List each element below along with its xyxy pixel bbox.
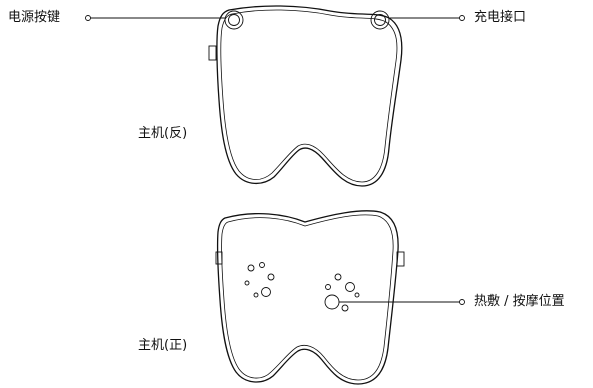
- vent-hole: [325, 284, 331, 290]
- vent-hole: [345, 282, 355, 292]
- unit-back-view: [208, 5, 403, 187]
- vent-hole: [244, 280, 250, 286]
- heat-massage-zone-icon: [324, 294, 340, 310]
- unit-back-label: 主机(反): [138, 126, 188, 141]
- vent-hole: [247, 264, 255, 272]
- side-tab: [396, 251, 405, 267]
- power-button-icon: [224, 10, 244, 30]
- power-button-inner-ring: [228, 14, 240, 26]
- unit-front-inner-edge: [221, 214, 394, 381]
- heat-massage-label: 热敷 / 按摩位置: [474, 294, 565, 309]
- vent-hole: [334, 273, 342, 281]
- vent-hole: [261, 287, 271, 297]
- vent-hole: [267, 273, 275, 281]
- unit-front-outline: [216, 210, 399, 385]
- unit-back-inner-edge: [220, 9, 398, 183]
- charging-port-label: 充电接口: [474, 10, 527, 25]
- side-tab: [208, 45, 217, 61]
- power-button-label: 电源按键: [8, 10, 61, 25]
- vent-hole: [341, 304, 349, 312]
- unit-back-outline: [216, 5, 403, 187]
- leader-heat-massage: [339, 299, 465, 305]
- unit-front-view: [215, 210, 405, 385]
- leader-dot: [85, 15, 91, 21]
- vent-hole: [354, 292, 360, 298]
- unit-front-label: 主机(正): [138, 338, 188, 353]
- leader-power-button: [85, 15, 225, 21]
- charging-port-inner-ring: [374, 14, 386, 26]
- leader-dot: [459, 15, 465, 21]
- charging-port-icon: [370, 10, 390, 30]
- leader-dot: [459, 299, 465, 305]
- side-tab: [215, 251, 223, 265]
- leader-charging-port: [389, 15, 465, 21]
- vent-hole: [259, 262, 265, 268]
- vent-hole: [253, 292, 259, 298]
